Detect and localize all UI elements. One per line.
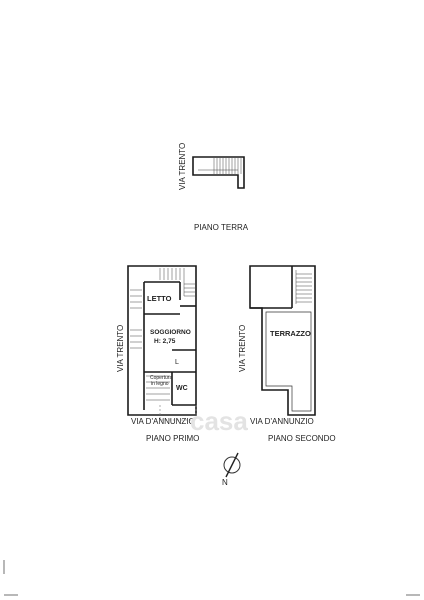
first-floor-plan: LETTO SOGGIORNO H: 2,75 L WC Copertura i… [116,265,199,443]
ground-floor-plan: VIA TRENTO PIANO TERRA [178,143,249,232]
north-arrow-icon: N [222,452,241,487]
first-floor-balcony [130,289,142,349]
second-floor-plan: TERRAZZO VIA TRENTO VIA D'ANNUNZIO PIANO… [238,265,336,443]
room-label-letto: LETTO [147,294,172,303]
watermark-logo: casa [190,406,248,436]
ground-floor-outline [192,156,245,189]
floor-label-second: PIANO SECONDO [268,434,336,443]
room-label-soggiorno: SOGGIORNO [150,329,191,336]
street-label-trento-second: VIA TRENTO [238,325,247,372]
terrace-inner-outline [265,311,312,412]
second-floor-stairs [295,270,312,304]
street-label-trento-top: VIA TRENTO [178,143,187,190]
street-label-dannunzio-first: VIA D'ANNUNZIO [131,417,195,426]
first-floor-stairs [159,268,195,297]
street-label-dannunzio-second: VIA D'ANNUNZIO [250,417,314,426]
floor-label-ground: PIANO TERRA [194,223,249,232]
room-height-soggiorno: H: 2,75 [154,338,176,345]
wooden-cover-hatch [146,375,170,401]
floor-label-first: PIANO PRIMO [146,434,199,443]
room-label-terrazzo: TERRAZZO [270,329,311,338]
room-label-in-legno: in legno [151,381,169,387]
room-label-wc: WC [176,385,188,392]
room-label-l: L [175,359,179,366]
room-label-copertura: Copertura [150,375,172,381]
ground-floor-stairs [198,158,242,174]
second-floor-outer-walls [249,265,316,416]
street-label-trento-first: VIA TRENTO [116,325,125,372]
projection-line [159,405,197,421]
north-label: N [222,478,228,487]
